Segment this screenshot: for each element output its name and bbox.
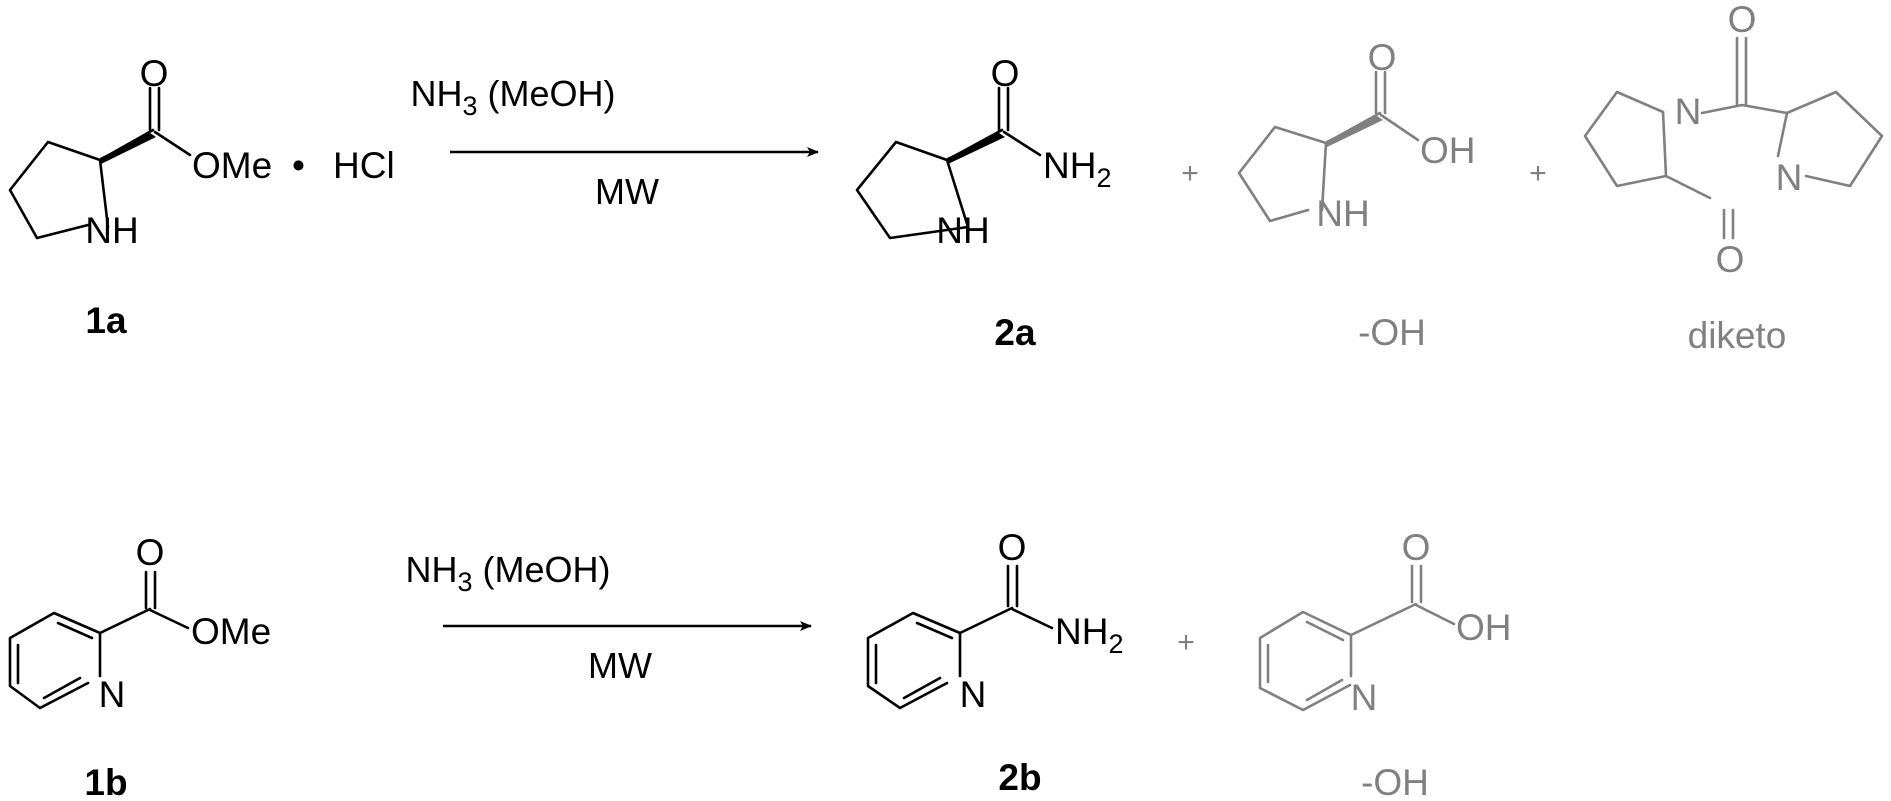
carbonyl-oxygen-label: O [1728, 0, 1757, 40]
amine-label: NH [936, 210, 989, 251]
carbonyl-oxygen-label: O [998, 527, 1027, 568]
hydroxyl-label: OH [1456, 607, 1512, 648]
compound-1b: O OMe N 1b [8, 532, 271, 801]
reaction-arrow-a: NH3 (MeOH) MW [410, 73, 819, 212]
carbonyl-oxygen-label: O [140, 53, 169, 94]
plus-sign: + [1177, 626, 1195, 659]
side-product-acid-a: O OH NH -OH [1237, 37, 1476, 353]
carbonyl-oxygen-label: O [136, 532, 165, 573]
carbonyl-oxygen-label: O [1368, 37, 1397, 78]
amine-label: NH [85, 210, 138, 251]
amide-label: NH2 [1055, 611, 1123, 659]
compound-label-1a: 1a [85, 300, 127, 341]
methoxy-label: OMe [192, 145, 272, 186]
compound-label-2b: 2b [998, 757, 1041, 798]
carbonyl-oxygen-label: O [1402, 527, 1431, 568]
hydroxyl-label: OH [1420, 130, 1476, 171]
side-product-label-acid: -OH [1358, 312, 1426, 353]
conditions-activation-a: MW [595, 171, 659, 212]
side-product-diketo: N N O O diketo [1583, 0, 1884, 356]
hcl-label: HCl [333, 145, 395, 186]
conditions-reagent-a: NH3 (MeOH) [410, 73, 615, 121]
compound-label-2a: 2a [994, 312, 1036, 353]
carbonyl-oxygen-label: O [991, 53, 1020, 94]
compound-1a: O OMe • HCl NH 1a [8, 53, 395, 341]
plus-sign: + [1529, 157, 1547, 190]
amide-label: NH2 [1043, 145, 1111, 193]
conditions-reagent-b: NH3 (MeOH) [405, 549, 610, 597]
ring-nitrogen-label: N [1776, 157, 1803, 198]
ring-nitrogen-label: N [960, 674, 987, 715]
compound-2b: O NH2 N 2b [866, 527, 1123, 798]
methoxy-label: OMe [191, 611, 271, 652]
ring-nitrogen-label: N [1675, 91, 1702, 132]
side-product-acid-b: O OH N -OH [1258, 527, 1512, 801]
ring-nitrogen-label: N [1351, 677, 1378, 718]
ring-nitrogen-label: N [99, 674, 126, 715]
reaction-arrow-b: NH3 (MeOH) MW [405, 549, 812, 686]
carbonyl-oxygen-label: O [1716, 239, 1745, 280]
amine-label: NH [1316, 193, 1369, 234]
side-product-label-acid: -OH [1361, 762, 1429, 801]
salt-dot: • [292, 145, 305, 186]
compound-label-1b: 1b [84, 762, 127, 801]
plus-sign: + [1181, 157, 1199, 190]
side-product-label-diketo: diketo [1688, 315, 1787, 356]
conditions-activation-b: MW [588, 645, 652, 686]
compound-2a: O NH2 NH 2a [855, 53, 1111, 353]
